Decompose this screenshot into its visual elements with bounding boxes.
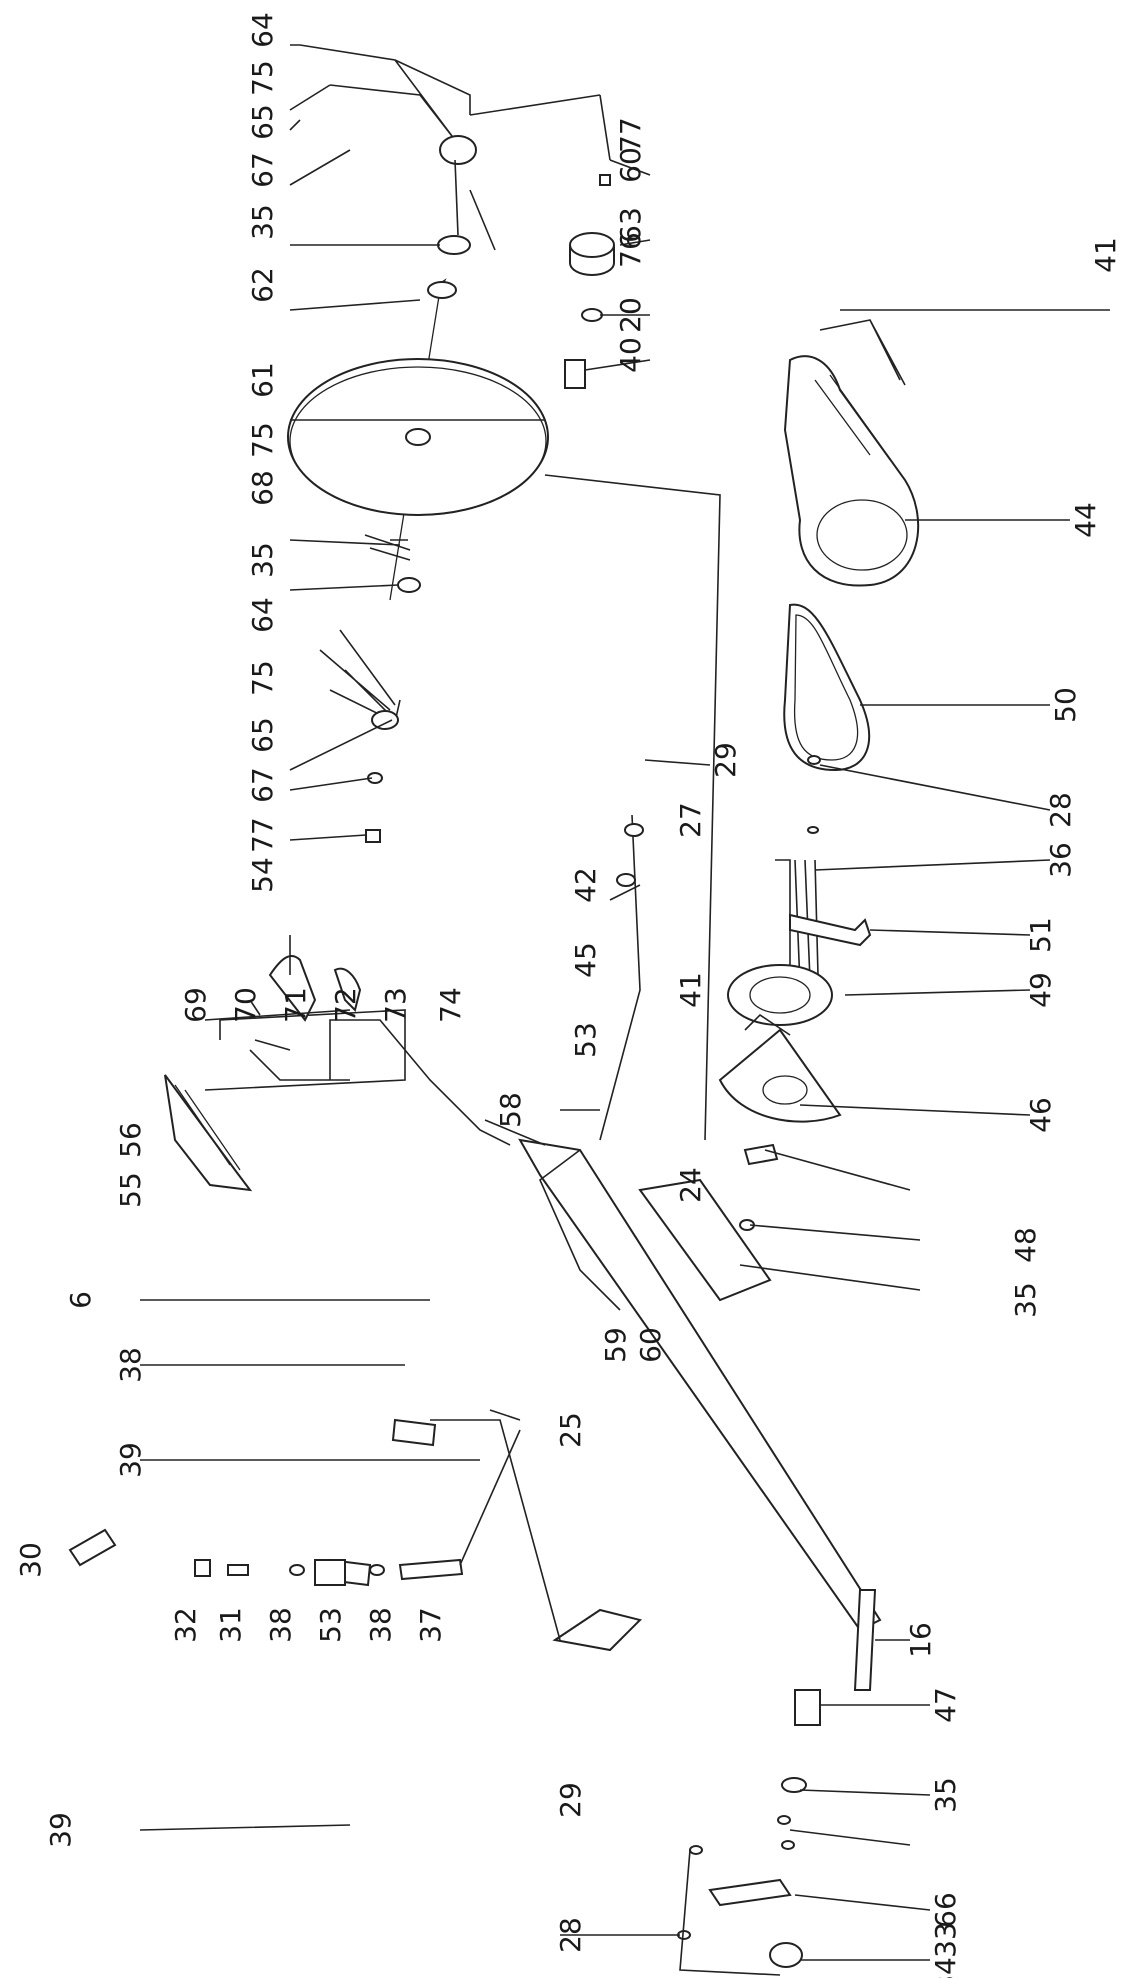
part-label-68: 68 (246, 470, 279, 506)
part-label-28: 28 (554, 1917, 587, 1953)
part-label-6: 6 (64, 1291, 97, 1309)
part-label-47: 47 (929, 1687, 962, 1723)
part-label-67: 67 (246, 152, 279, 188)
part-label-63: 63 (614, 207, 647, 243)
part-label-65: 65 (246, 717, 279, 753)
part-label-34: 34 (929, 1957, 962, 1978)
part-label-31: 31 (214, 1607, 247, 1643)
part-label-16: 16 (904, 1622, 937, 1658)
part-label-75: 75 (246, 660, 279, 696)
part-label-28: 28 (1044, 792, 1077, 828)
part-label-41: 41 (674, 972, 707, 1008)
part-label-24: 24 (674, 1167, 707, 1203)
part-label-37: 37 (414, 1607, 447, 1643)
part-label-45: 45 (569, 942, 602, 978)
part-label-40: 40 (614, 337, 647, 373)
part-label-53: 53 (314, 1607, 347, 1643)
part-label-72: 72 (329, 987, 362, 1023)
part-label-75: 75 (246, 60, 279, 96)
part-label-64: 64 (246, 597, 279, 633)
part-label-59: 59 (599, 1327, 632, 1363)
part-label-54: 54 (246, 857, 279, 893)
part-label-56: 56 (114, 1122, 147, 1158)
part-label-55: 55 (114, 1172, 147, 1208)
part-label-38: 38 (364, 1607, 397, 1643)
part-label-25: 25 (554, 1412, 587, 1448)
part-label-75: 75 (246, 422, 279, 458)
part-label-35: 35 (246, 204, 279, 240)
part-label-35: 35 (929, 1777, 962, 1813)
part-label-51: 51 (1024, 917, 1057, 953)
part-label-66: 66 (929, 1892, 962, 1928)
part-label-77: 77 (614, 117, 647, 153)
part-label-65: 65 (246, 104, 279, 140)
part-label-48: 48 (1009, 1227, 1042, 1263)
part-label-39: 39 (44, 1812, 77, 1848)
part-label-77: 77 (246, 817, 279, 853)
part-label-70: 70 (229, 987, 262, 1023)
part-label-46: 46 (1024, 1097, 1057, 1133)
part-label-35: 35 (1009, 1282, 1042, 1318)
part-label-58: 58 (494, 1092, 527, 1128)
part-label-35: 35 (246, 542, 279, 578)
parts-drawing (68, 44, 1110, 1976)
part-label-64: 64 (246, 12, 279, 48)
part-label-44: 44 (1069, 502, 1102, 538)
part-label-71: 71 (279, 987, 312, 1023)
part-label-61: 61 (246, 362, 279, 398)
part-label-74: 74 (434, 987, 467, 1023)
part-label-50: 50 (1049, 687, 1082, 723)
part-label-60: 60 (614, 147, 647, 183)
part-label-29: 29 (554, 1782, 587, 1818)
callout-labels: 6475656735606377766220404161447568355064… (14, 12, 1122, 1978)
part-label-67: 67 (246, 767, 279, 803)
part-label-41: 41 (1089, 237, 1122, 273)
part-label-32: 32 (169, 1607, 202, 1643)
part-label-33: 33 (929, 1922, 962, 1958)
part-label-76: 76 (614, 232, 647, 268)
part-label-69: 69 (179, 987, 212, 1023)
part-label-73: 73 (379, 987, 412, 1023)
part-label-30: 30 (14, 1542, 47, 1578)
part-label-49: 49 (1024, 972, 1057, 1008)
part-label-39: 39 (114, 1442, 147, 1478)
part-label-38: 38 (114, 1347, 147, 1383)
part-label-29: 29 (709, 742, 742, 778)
part-label-53: 53 (569, 1022, 602, 1058)
part-label-60: 60 (634, 1327, 667, 1363)
part-label-62: 62 (246, 267, 279, 303)
part-label-36: 36 (1044, 842, 1077, 878)
part-label-38: 38 (264, 1607, 297, 1643)
part-label-42: 42 (569, 867, 602, 903)
part-label-27: 27 (674, 802, 707, 838)
part-label-20: 20 (614, 297, 647, 333)
